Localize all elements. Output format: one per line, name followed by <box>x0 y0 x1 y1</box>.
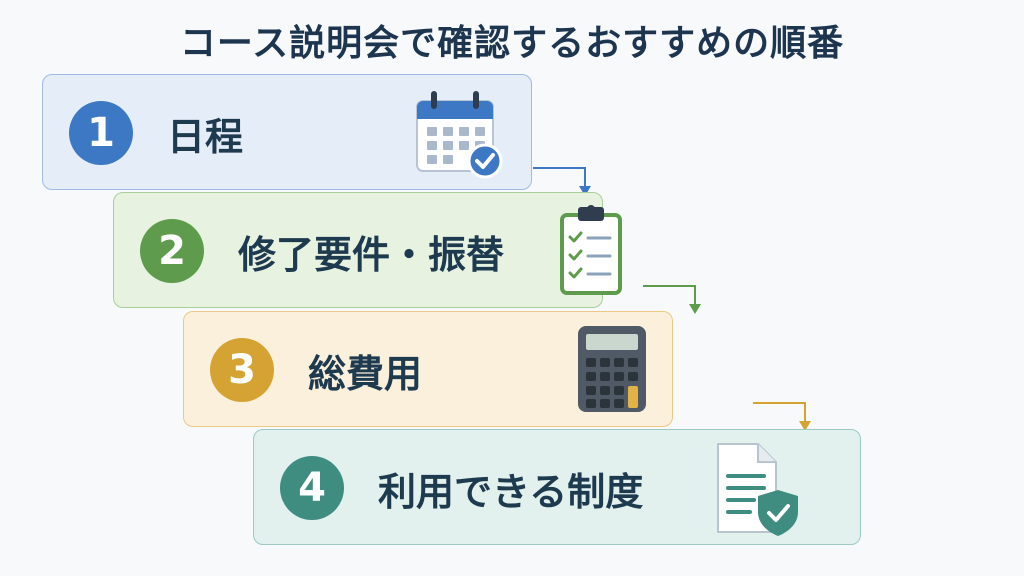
calendar-check-icon <box>416 91 503 179</box>
step-4-number-badge: 4 <box>280 456 344 520</box>
document-shield-icon <box>717 443 798 536</box>
step-1-label: 日程 <box>167 114 244 159</box>
step-4-card: 4 利用できる制度 <box>253 429 861 545</box>
connector-3-4 <box>753 402 811 431</box>
step-3-card: 3 総費用 <box>183 311 673 427</box>
step-2-card: 2 修了要件・振替 <box>113 192 622 308</box>
calculator-icon <box>578 326 646 412</box>
page-title: コース説明会で確認するおすすめの順番 <box>179 23 845 64</box>
step-1-card: 1 日程 <box>42 74 532 190</box>
clipboard-checklist-icon <box>560 205 622 295</box>
step-2-label: 修了要件・振替 <box>238 232 505 277</box>
step-3-label: 総費用 <box>308 351 423 396</box>
connector-1-2 <box>533 167 591 196</box>
step-3-number-badge: 3 <box>210 338 274 402</box>
connector-2-3 <box>643 285 701 314</box>
step-2-number-badge: 2 <box>140 219 204 283</box>
step-4-label: 利用できる制度 <box>378 469 644 514</box>
step-1-number-badge: 1 <box>69 101 133 165</box>
